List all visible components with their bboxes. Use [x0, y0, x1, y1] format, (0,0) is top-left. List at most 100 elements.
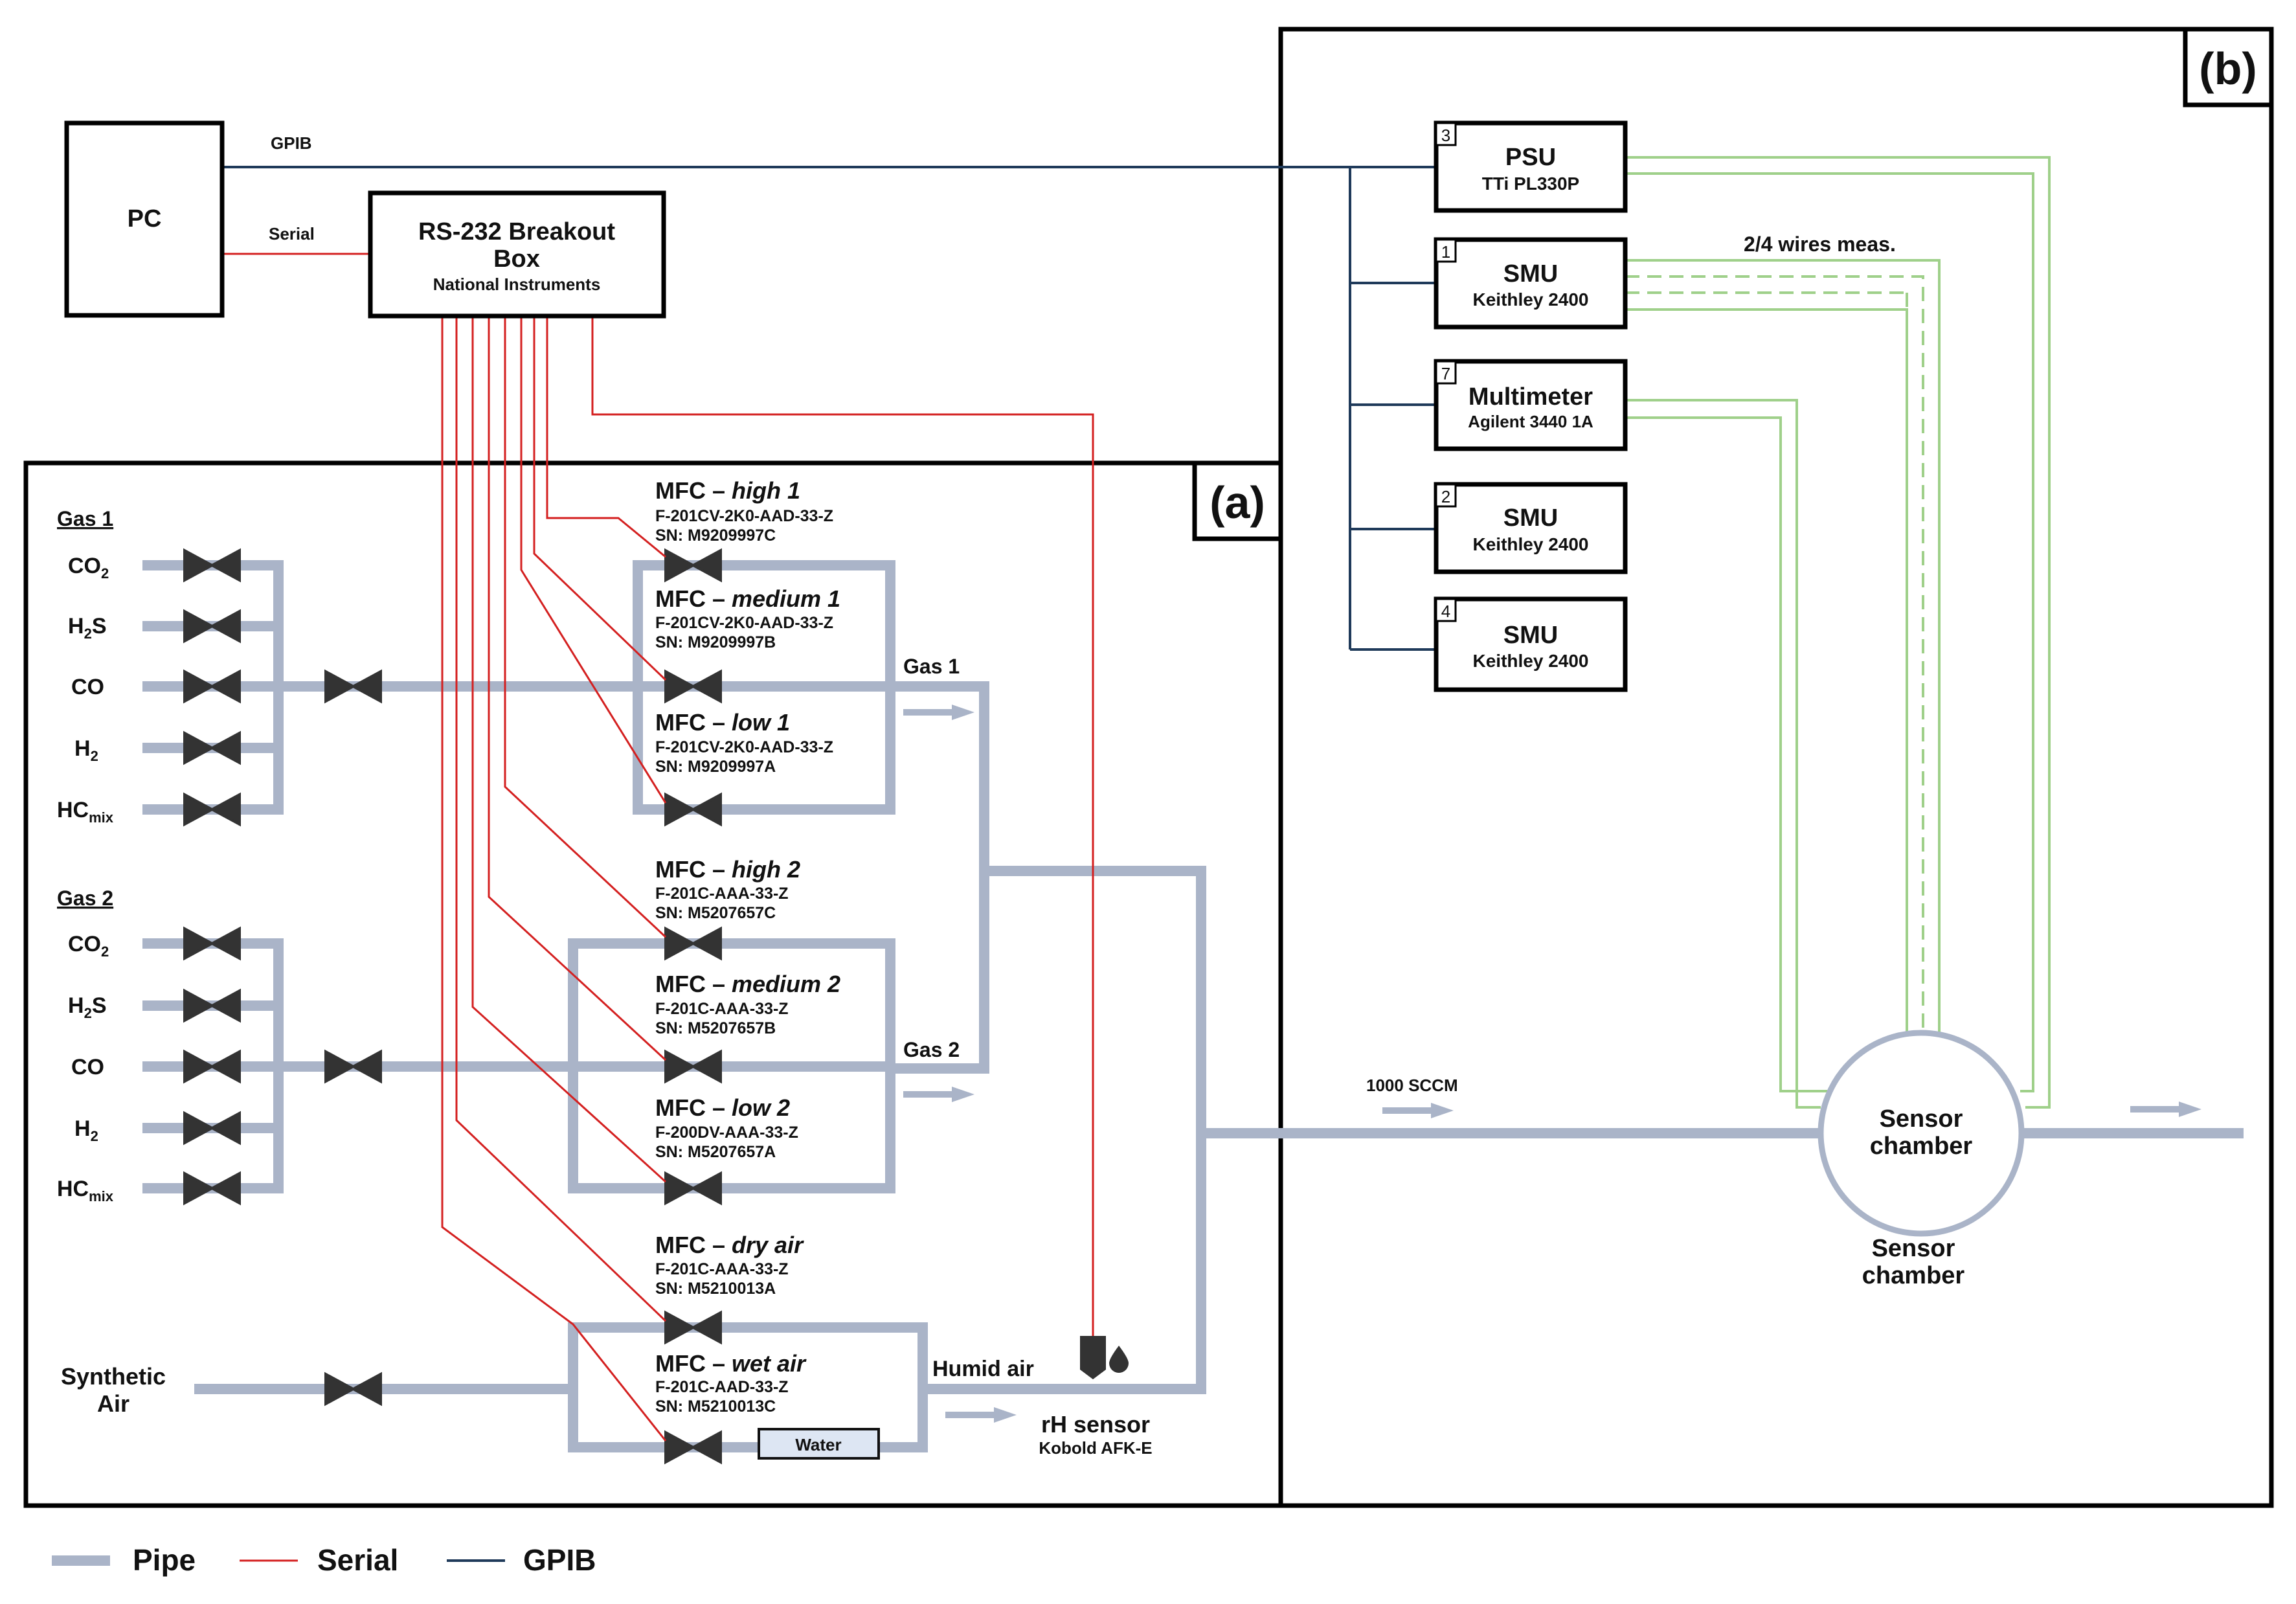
chamber-outer-line1: Sensor — [1872, 1235, 1955, 1262]
droplet-icon — [1109, 1346, 1129, 1373]
mfc-title: MFC – dry air — [655, 1232, 804, 1258]
mfc-wet-air: MFC – wet air F-201C-AAD-33-Z SN: M52100… — [655, 1350, 807, 1416]
instrument-name: SMU — [1503, 504, 1558, 532]
valve-icon — [183, 792, 241, 827]
mfc-title: MFC – medium 2 — [655, 971, 840, 997]
instrument-model: Keithley 2400 — [1473, 534, 1589, 554]
pc-label: PC — [128, 205, 162, 232]
valve-icon — [183, 730, 241, 765]
measurement-wires — [1625, 156, 2051, 1109]
mfc-model: F-201CV-2K0-AAD-33-Z — [655, 507, 833, 525]
mfc-low-1: MFC – low 1 F-201CV-2K0-AAD-33-Z SN: M92… — [655, 709, 833, 776]
legend: Pipe Serial GPIB — [52, 1543, 596, 1577]
panel-a-label-box — [1192, 460, 1283, 541]
serial-lines — [223, 253, 1094, 1441]
panel-b-label: (b) — [2199, 43, 2257, 94]
mfc-title: MFC – wet air — [655, 1350, 807, 1377]
water-label: Water — [795, 1435, 841, 1454]
gas2-label-h2: H2 — [74, 1116, 98, 1144]
mfc-model: F-201CV-2K0-AAD-33-Z — [655, 614, 833, 632]
valves — [183, 548, 722, 1465]
instrument-number: 3 — [1441, 126, 1450, 145]
breakout-box — [368, 190, 666, 319]
gpib-link-label: GPIB — [271, 133, 312, 153]
mfc-model: F-201C-AAA-33-Z — [655, 1260, 789, 1278]
mfc-serial: SN: M5210013A — [655, 1280, 776, 1298]
instrument-name: SMU — [1503, 622, 1558, 649]
gas1-label-co2: CO2 — [68, 554, 109, 582]
mfc-serial: SN: M5207657B — [655, 1019, 776, 1037]
instrument-psu: 3 PSU TTi PL330P — [1434, 120, 1628, 213]
valve-icon — [183, 1049, 241, 1084]
instrument-number: 1 — [1441, 242, 1450, 262]
mfc-model: F-201C-AAA-33-Z — [655, 885, 789, 903]
gas2-outlet-label: Gas 2 — [903, 1038, 960, 1061]
mfc-title: MFC – high 2 — [655, 856, 800, 883]
flow-rate-label: 1000 SCCM — [1366, 1076, 1458, 1095]
instrument-name: PSU — [1505, 144, 1556, 171]
mfc-model: F-201CV-2K0-AAD-33-Z — [655, 738, 833, 756]
water-container — [758, 1428, 880, 1460]
legend-serial-label: Serial — [317, 1543, 398, 1577]
rh-sensor-model: Kobold AFK-E — [1039, 1438, 1152, 1458]
flow-arrows — [903, 705, 2201, 1423]
legend-gpib-label: GPIB — [523, 1543, 596, 1577]
serial-link-label: Serial — [269, 224, 315, 243]
wires-label: 2/4 wires meas. — [1744, 232, 1896, 256]
valve-icon — [183, 926, 241, 961]
mfc-model: F-201C-AAA-33-Z — [655, 1000, 789, 1018]
instrument-number: 2 — [1441, 487, 1450, 506]
instrument-model: Keithley 2400 — [1473, 651, 1589, 671]
legend-pipe-label: Pipe — [133, 1543, 196, 1577]
mfc-high-1: MFC – high 1 F-201CV-2K0-AAD-33-Z SN: M9… — [655, 477, 833, 545]
valve-icon — [324, 1049, 382, 1084]
valve-icon — [183, 669, 241, 704]
mfc-medium-1: MFC – medium 1 F-201CV-2K0-AAD-33-Z SN: … — [655, 585, 840, 651]
valve-icon — [664, 792, 722, 827]
breakout-line2: Box — [493, 245, 540, 273]
valve-icon — [664, 1310, 722, 1345]
valve-icon — [183, 988, 241, 1023]
panel-b-frame — [1278, 27, 2274, 1508]
instrument-smu-1: 1 SMU Keithley 2400 — [1434, 237, 1628, 330]
mfc-title: MFC – high 1 — [655, 477, 800, 504]
mfc-serial: SN: M5207657C — [655, 904, 776, 922]
mfc-serial: SN: M9209997C — [655, 526, 776, 545]
valve-icon — [664, 926, 722, 961]
panel-a-label: (a) — [1210, 477, 1265, 528]
gas2-label-h2s: H2S — [68, 993, 107, 1021]
gas2-title: Gas 2 — [57, 887, 113, 910]
mfc-low-2: MFC – low 2 F-200DV-AAA-33-Z SN: M520765… — [655, 1094, 798, 1161]
breakout-line1: RS-232 Breakout — [418, 218, 615, 245]
mfc-dry-air: MFC – dry air F-201C-AAA-33-Z SN: M52100… — [655, 1232, 804, 1298]
valve-icon — [183, 1111, 241, 1146]
valve-icon — [324, 669, 382, 704]
valve-icon — [183, 548, 241, 583]
gas2-label-hcmix: HCmix — [57, 1177, 114, 1204]
mfc-medium-2: MFC – medium 2 F-201C-AAA-33-Z SN: M5207… — [655, 971, 840, 1037]
valve-icon — [664, 1049, 722, 1084]
humid-air-label: Humid air — [932, 1357, 1034, 1381]
pc-box — [64, 120, 225, 318]
instrument-name: Multimeter — [1469, 383, 1593, 411]
mfc-title: MFC – low 2 — [655, 1094, 790, 1121]
valve-icon — [183, 609, 241, 644]
chamber-inner-line2: chamber — [1870, 1133, 1973, 1160]
instrument-model: Agilent 3440 1A — [1468, 412, 1593, 431]
gas1-label-hcmix: HCmix — [57, 798, 114, 826]
valve-icon — [183, 1171, 241, 1206]
synthetic-air-line1: Synthetic — [61, 1363, 166, 1390]
gpib-lines — [223, 166, 1436, 651]
gas2-label-co2: CO2 — [68, 932, 109, 960]
instrument-model: TTi PL330P — [1482, 174, 1579, 194]
gas1-label-h2s: H2S — [68, 614, 107, 642]
mfc-model: F-201C-AAD-33-Z — [655, 1378, 789, 1396]
mfc-model: F-200DV-AAA-33-Z — [655, 1124, 798, 1142]
mfc-serial: SN: M9209997A — [655, 758, 776, 776]
instrument-number: 7 — [1441, 364, 1450, 383]
valve-icon — [664, 548, 722, 583]
gas1-label-h2: H2 — [74, 736, 98, 764]
chamber-outer-line2: chamber — [1862, 1262, 1965, 1289]
panel-b-label-box — [2183, 27, 2274, 107]
